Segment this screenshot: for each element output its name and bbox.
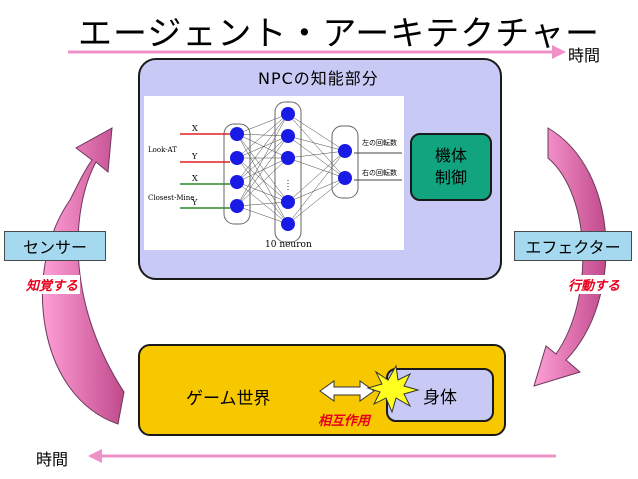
input-x2-label: X <box>192 174 198 183</box>
neural-connection <box>287 177 346 225</box>
output-layer-box <box>331 125 359 199</box>
neural-network-diagram: X Y X Y Look-AT Closest-Mine 10 neuron 左… <box>148 101 402 250</box>
output-right-rotation-label: 右の回転数 <box>362 168 397 177</box>
neural-connection <box>236 135 289 159</box>
neural-connection <box>236 181 289 203</box>
act-label: 行動する <box>566 275 623 294</box>
vehicle-control-box: 機体 制御 <box>410 133 492 201</box>
look-at-label: Look-AT <box>148 146 177 154</box>
hidden-neuron <box>281 217 295 231</box>
neural-connection <box>236 113 289 159</box>
sensor-box: センサー <box>4 231 106 261</box>
time-label-top: 時間 <box>568 46 601 65</box>
npc-intelligence-label: NPCの知能部分 <box>258 69 379 88</box>
neural-connection <box>287 113 346 152</box>
output-neuron <box>338 171 352 185</box>
hidden-neuron-label: 10 neuron <box>265 240 312 250</box>
neural-connection <box>287 113 346 179</box>
interaction-graphics <box>319 364 420 414</box>
neural-connection <box>236 133 289 137</box>
interaction-label: 相互作用 <box>318 414 371 429</box>
input-neuron <box>230 127 244 141</box>
input-neuron <box>230 199 244 213</box>
input-x1-label: X <box>192 124 198 133</box>
neural-network-figure: X Y X Y Look-AT Closest-Mine 10 neuron 左… <box>144 96 404 250</box>
neural-connection <box>236 205 289 225</box>
mutual-arrow-icon <box>319 380 375 402</box>
neural-connection <box>236 133 289 225</box>
neural-connection <box>236 157 289 203</box>
neural-connection <box>236 157 289 207</box>
collision-burst-icon <box>366 364 420 414</box>
neural-connection <box>236 157 289 225</box>
output-neuron <box>338 144 352 158</box>
closest-mine-label: Closest-Mine <box>148 194 194 202</box>
input-y1-label: Y <box>191 152 198 161</box>
time-label-bottom: 時間 <box>36 450 69 469</box>
neural-connection <box>236 133 289 203</box>
neural-connection <box>236 135 289 207</box>
neural-connection <box>236 113 289 207</box>
neural-connection <box>287 135 346 179</box>
neural-connection <box>287 150 346 203</box>
hidden-layer-box <box>274 101 302 243</box>
neural-connection <box>236 181 289 225</box>
input-neuron <box>230 175 244 189</box>
neural-connection <box>287 150 346 159</box>
vehicle-control-line2: 制御 <box>434 168 467 187</box>
neural-connection <box>287 135 346 152</box>
hidden-neuron <box>281 195 295 209</box>
page-title: エージェント・アーキテクチャー <box>78 14 600 54</box>
timeline-top-arrow <box>68 45 566 59</box>
input-arrows <box>180 133 230 209</box>
right-cycle-arrow <box>533 127 607 387</box>
vehicle-control-line1: 機体 <box>434 146 467 165</box>
neural-connection <box>287 157 346 179</box>
input-y2-label: Y <box>191 198 198 207</box>
output-left-rotation-label: 左の回転数 <box>362 138 397 147</box>
neural-connection <box>236 201 289 207</box>
effector-box: エフェクター <box>514 231 632 261</box>
neurons <box>230 107 352 231</box>
neural-connection <box>287 177 346 203</box>
hidden-neuron <box>281 129 295 143</box>
neural-connection <box>287 150 346 225</box>
neural-connection <box>236 113 289 135</box>
input-neuron <box>230 151 244 165</box>
timeline-bottom-arrow <box>88 449 556 463</box>
neural-connection <box>236 157 289 183</box>
game-world-label: ゲーム世界 <box>186 389 271 409</box>
input-layer-box <box>223 123 251 225</box>
hidden-neuron <box>281 151 295 165</box>
neural-connections <box>236 113 346 225</box>
neural-connection <box>236 135 289 183</box>
perceive-label: 知覚する <box>24 275 81 294</box>
hidden-neuron <box>281 107 295 121</box>
left-cycle-arrow <box>41 127 125 425</box>
neural-connection <box>236 113 289 183</box>
neural-connection <box>236 133 289 159</box>
